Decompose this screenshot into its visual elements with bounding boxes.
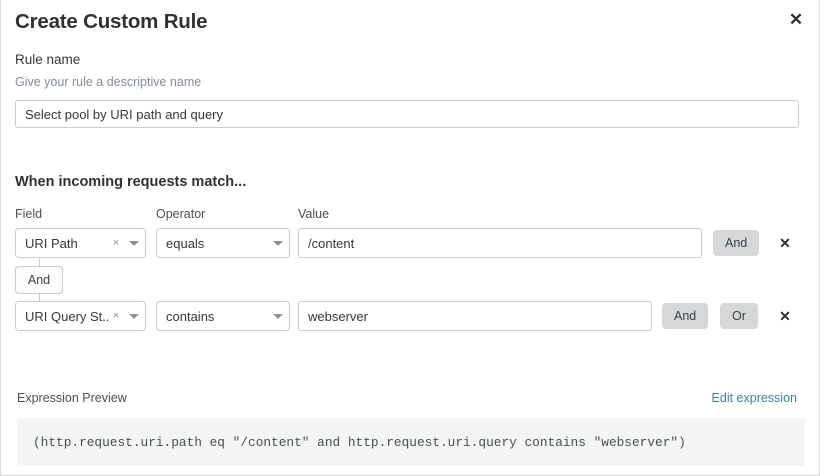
column-header-operator: Operator [156, 207, 206, 221]
logic-and-button-2[interactable]: And [662, 303, 709, 329]
field-select-2[interactable]: URI Query St... × [15, 301, 146, 331]
logic-and-button-1[interactable]: And [713, 230, 760, 256]
clear-icon[interactable]: × [112, 236, 120, 249]
condition-row: URI Path × equals And ✕ [1, 228, 819, 258]
operator-select-1-value: equals [166, 235, 205, 251]
connector-line-bottom [39, 294, 40, 303]
delete-condition-icon-1[interactable]: ✕ [774, 232, 796, 254]
operator-select-2[interactable]: contains [156, 301, 290, 331]
field-select-2-value: URI Query St... [25, 308, 109, 324]
field-select-1-value: URI Path [25, 235, 78, 251]
operator-select-2-value: contains [166, 308, 215, 324]
condition-connector: And [15, 258, 135, 303]
expression-preview-code: (http.request.uri.path eq "/content" and… [17, 418, 805, 466]
condition-row: URI Query St... × contains And Or ✕ [1, 301, 819, 331]
chevron-down-icon[interactable] [123, 240, 145, 246]
edit-expression-link[interactable]: Edit expression [711, 391, 797, 405]
connector-and-badge[interactable]: And [15, 266, 63, 294]
rule-name-label: Rule name [15, 52, 81, 67]
delete-condition-icon-2[interactable]: ✕ [774, 305, 796, 327]
value-input-2[interactable] [298, 301, 652, 331]
close-icon[interactable]: ✕ [783, 6, 809, 32]
value-input-1[interactable] [298, 228, 702, 258]
chevron-down-icon[interactable] [123, 313, 145, 319]
connector-line-top [39, 258, 40, 266]
field-select-1[interactable]: URI Path × [15, 228, 146, 258]
logic-or-button-2[interactable]: Or [720, 303, 758, 329]
chevron-down-icon[interactable] [267, 240, 289, 246]
expression-preview-label: Expression Preview [17, 391, 127, 405]
page-title: Create Custom Rule [15, 10, 208, 33]
column-header-value: Value [298, 207, 330, 221]
rule-name-help-text: Give your rule a descriptive name [15, 75, 202, 89]
conditions-section-heading: When incoming requests match... [15, 174, 247, 190]
rule-name-input[interactable] [15, 100, 799, 128]
clear-icon[interactable]: × [112, 309, 120, 322]
operator-select-1[interactable]: equals [156, 228, 290, 258]
chevron-down-icon[interactable] [267, 313, 289, 319]
column-header-field: Field [15, 207, 43, 221]
